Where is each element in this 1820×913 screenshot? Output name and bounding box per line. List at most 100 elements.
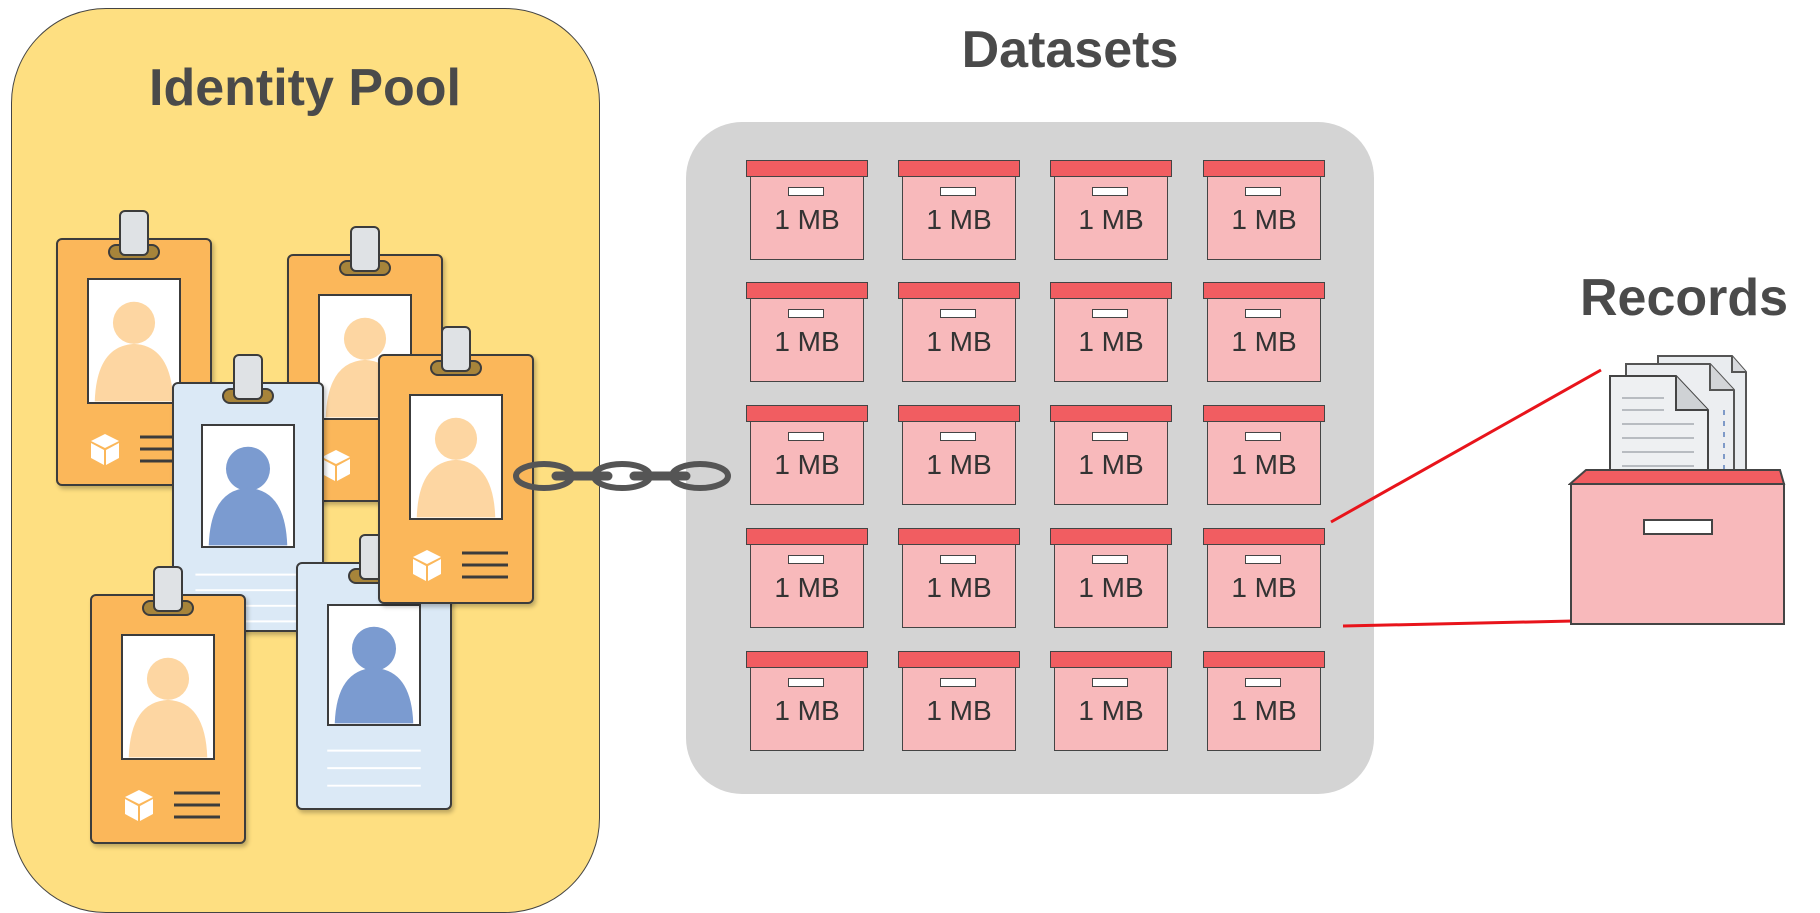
box-lid [746, 528, 868, 545]
dataset-size-label: 1 MB [1078, 326, 1144, 357]
badge-clip [441, 326, 471, 372]
box-lid [1050, 160, 1172, 177]
text-lines-icon [327, 749, 421, 787]
dataset-box: 1 MB [1203, 405, 1325, 505]
id-badge-icon [378, 326, 534, 604]
dataset-box: 1 MB [1050, 282, 1172, 382]
box-lid [898, 651, 1020, 668]
dataset-size-label: 1 MB [1231, 695, 1297, 726]
dataset-box: 1 MB [1203, 160, 1325, 260]
badge-photo [327, 604, 421, 726]
box-lid [1050, 528, 1172, 545]
dataset-size-label: 1 MB [1078, 449, 1144, 480]
dataset-size-label: 1 MB [926, 204, 992, 235]
dataset-size-label: 1 MB [1231, 449, 1297, 480]
dataset-size-label: 1 MB [926, 572, 992, 603]
dataset-size-label: 1 MB [774, 204, 840, 235]
connector-line-bottom [1342, 619, 1574, 628]
connector-line-top [1330, 368, 1602, 524]
badge-clip [119, 210, 149, 256]
dataset-size-label: 1 MB [774, 695, 840, 726]
dataset-size-label: 1 MB [1231, 572, 1297, 603]
cube-icon [413, 550, 441, 581]
box-handle [1245, 309, 1281, 318]
cube-icon [125, 790, 153, 821]
box-handle [940, 432, 976, 441]
dataset-size-label: 1 MB [926, 449, 992, 480]
box-lid [898, 405, 1020, 422]
dataset-box: 1 MB [898, 160, 1020, 260]
dataset-size-label: 1 MB [926, 695, 992, 726]
dataset-box: 1 MB [1203, 528, 1325, 628]
dataset-box: 1 MB [1050, 405, 1172, 505]
box-lid [1203, 528, 1325, 545]
dataset-box: 1 MB [898, 405, 1020, 505]
dataset-size-label: 1 MB [774, 449, 840, 480]
box-handle [1245, 555, 1281, 564]
badge-clip [233, 354, 263, 400]
dataset-box: 1 MB [746, 405, 868, 505]
box-body [1207, 298, 1321, 382]
box-handle [1092, 678, 1128, 687]
box-handle [1245, 678, 1281, 687]
box-lid [746, 651, 868, 668]
dataset-size-label: 1 MB [1078, 572, 1144, 603]
storage-box-icon [1568, 355, 1786, 625]
dataset-box: 1 MB [746, 528, 868, 628]
box-lid [1203, 405, 1325, 422]
box-handle [788, 309, 824, 318]
dataset-box: 1 MB [746, 651, 868, 751]
box-handle [940, 187, 976, 196]
box-lid [1050, 651, 1172, 668]
id-badge-icon [90, 566, 246, 844]
dataset-size-label: 1 MB [1078, 204, 1144, 235]
box-handle [1092, 432, 1128, 441]
text-lines-icon [462, 551, 508, 579]
box-lid [898, 528, 1020, 545]
dataset-box: 1 MB [898, 282, 1020, 382]
box-handle [940, 678, 976, 687]
dataset-box: 1 MB [898, 528, 1020, 628]
dataset-box: 1 MB [746, 282, 868, 382]
badge-photo [201, 424, 295, 548]
dataset-size-label: 1 MB [774, 572, 840, 603]
dataset-size-label: 1 MB [926, 326, 992, 357]
dataset-box: 1 MB [1050, 651, 1172, 751]
dataset-size-label: 1 MB [1078, 695, 1144, 726]
box-handle [1092, 555, 1128, 564]
identity-pool-title: Identity Pool [149, 59, 461, 117]
box-handle [1092, 187, 1128, 196]
dataset-box: 1 MB [1050, 528, 1172, 628]
dataset-box: 1 MB [1050, 160, 1172, 260]
box-lid [746, 405, 868, 422]
box-lid [898, 282, 1020, 299]
badge-photo [87, 278, 181, 404]
box-handle [788, 678, 824, 687]
box-handle [1245, 432, 1281, 441]
dataset-box: 1 MB [1203, 651, 1325, 751]
box-lid [898, 160, 1020, 177]
dataset-size-label: 1 MB [1231, 204, 1297, 235]
dataset-box: 1 MB [898, 651, 1020, 751]
records-title: Records [1580, 269, 1789, 327]
badge-photo [409, 394, 503, 520]
box-handle [788, 555, 824, 564]
box-body [902, 544, 1016, 628]
dataset-box: 1 MB [746, 160, 868, 260]
box-lid [1203, 282, 1325, 299]
box-lid [1203, 160, 1325, 177]
dataset-size-label: 1 MB [774, 326, 840, 357]
box-handle [940, 309, 976, 318]
box-handle [788, 187, 824, 196]
box-lid [1050, 405, 1172, 422]
box-handle [1092, 309, 1128, 318]
text-lines-icon [174, 791, 220, 819]
badge-clip [153, 566, 183, 612]
datasets-title: Datasets [961, 21, 1179, 79]
dataset-box: 1 MB [1203, 282, 1325, 382]
box-lid [1050, 282, 1172, 299]
badge-clip [350, 226, 380, 272]
box-lid [746, 282, 868, 299]
dataset-size-label: 1 MB [1231, 326, 1297, 357]
